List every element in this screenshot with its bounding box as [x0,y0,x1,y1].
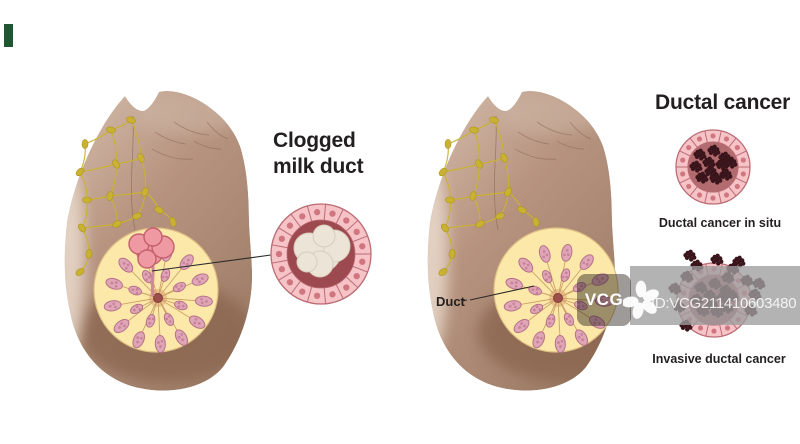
vcg-logo-text: VCG [584,290,624,309]
watermark-id-text: ID:VCG211410603480 [651,295,797,312]
green-marker [4,24,13,47]
ductal-cancer-in-situ-inset [675,129,751,205]
heading-clogged-milk-duct: Clogged milk duct [273,129,364,178]
duct-label: Duct [436,294,465,309]
vcg-flower-icon [623,280,659,319]
leader-line-duct-dash [461,299,468,302]
breast-illustration-right [427,91,619,391]
leader-line-clogged-duct [151,254,272,272]
clogged-duct-inset [270,203,372,305]
vcg-watermark-badge: VCG [577,274,631,326]
heading-ductal-cancer: Ductal cancer [655,91,791,114]
caption-invasive-ductal-cancer: Invasive ductal cancer [652,352,786,366]
caption-ductal-cancer-in-situ: Ductal cancer in situ [658,216,782,230]
leader-line-duct [469,285,535,301]
breast-illustration-left [64,91,253,391]
